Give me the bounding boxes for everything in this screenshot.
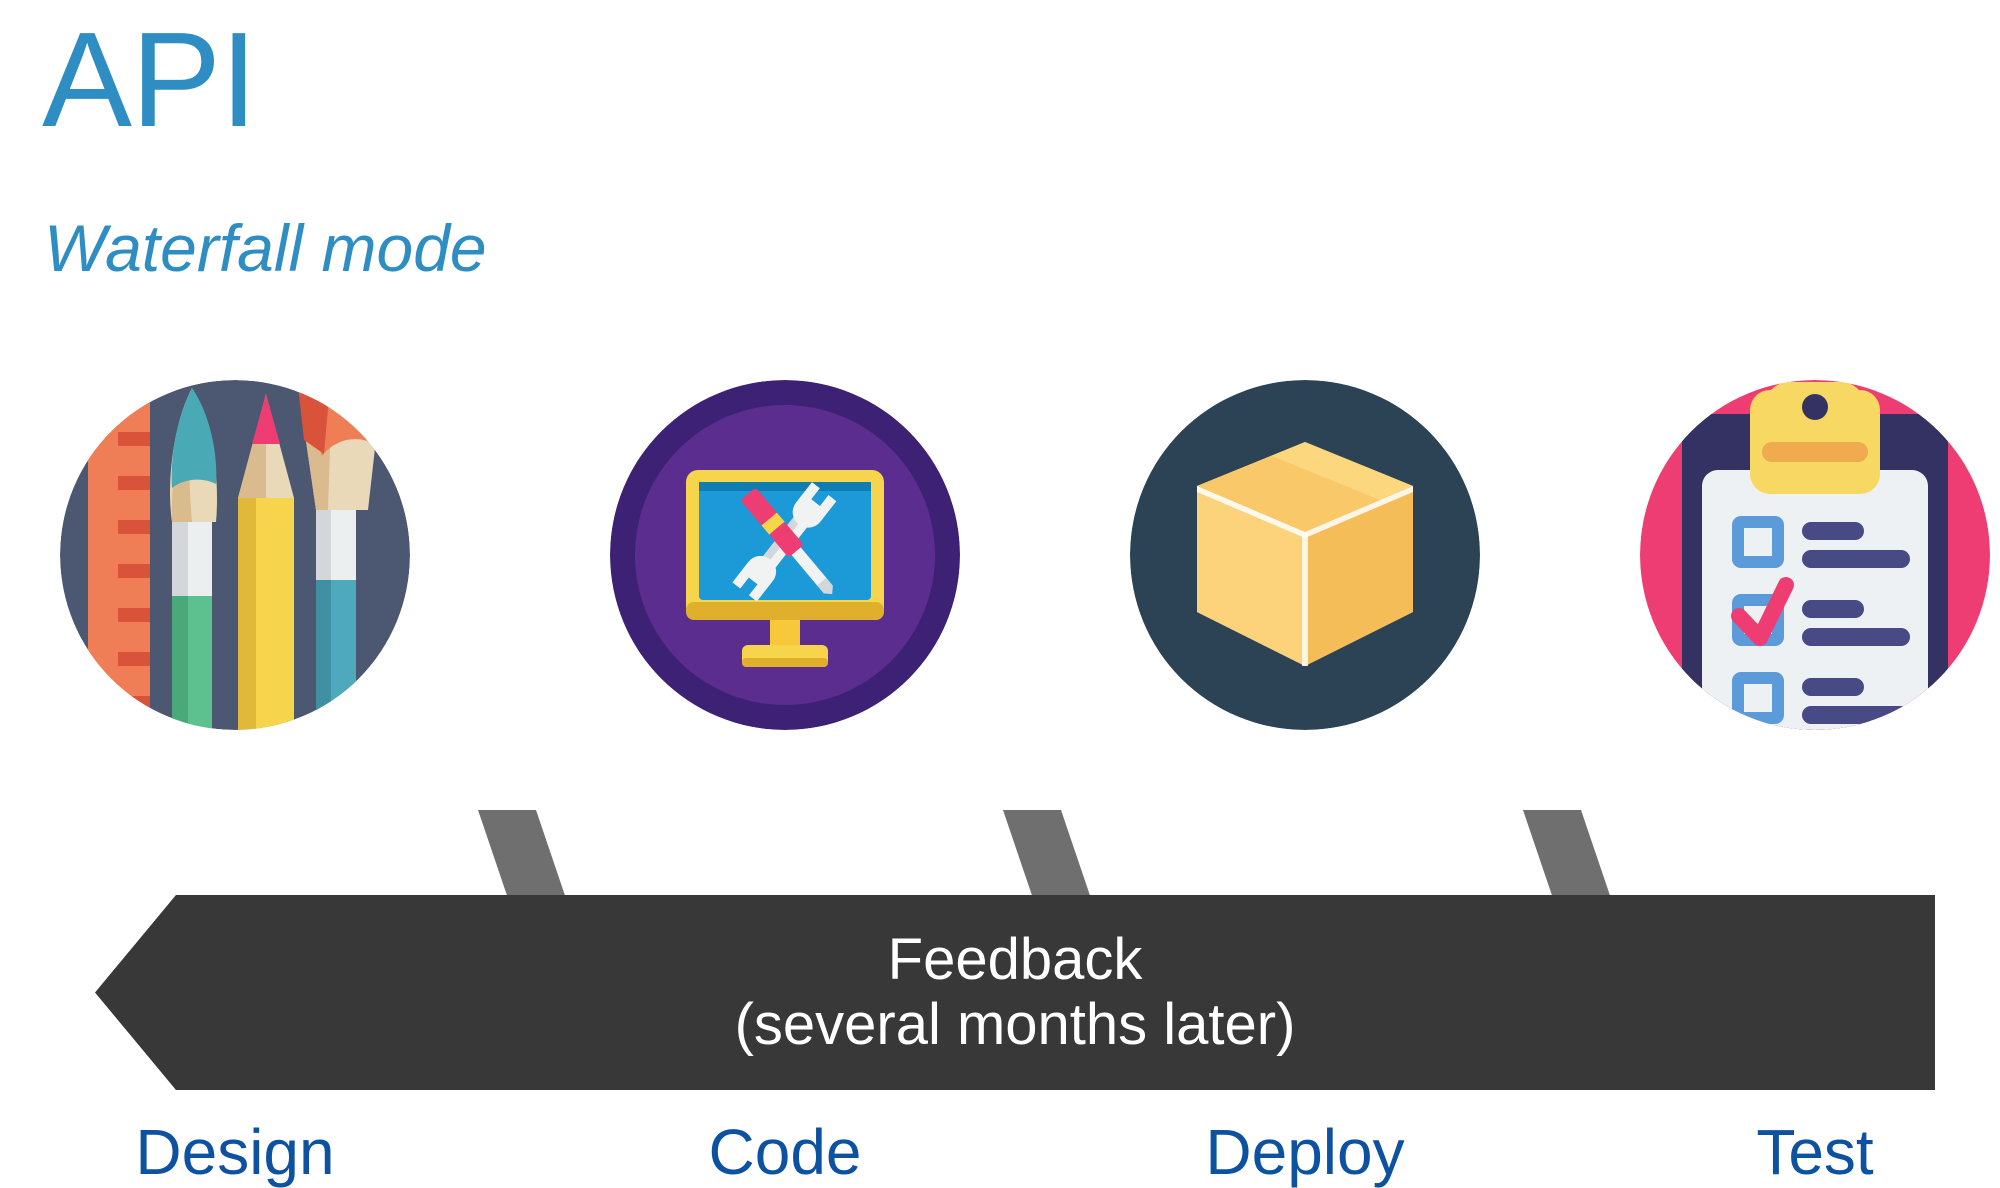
flow-step-label: Deploy: [1205, 1116, 1405, 1188]
package-box-icon: [1130, 380, 1480, 730]
flow-step-code[interactable]: Code: [610, 380, 960, 1184]
flow-step-label: Code: [708, 1116, 862, 1188]
flow-step-design[interactable]: Design: [60, 380, 410, 1184]
waterfall-flow: Design: [0, 380, 2000, 1184]
design-tools-icon: [60, 380, 410, 730]
flow-step-test[interactable]: Test: [1640, 380, 1990, 1184]
feedback-banner[interactable]: Feedback (several months later): [95, 895, 1935, 1090]
feedback-line-1: Feedback: [887, 926, 1143, 992]
feedback-line-2: (several months later): [734, 991, 1296, 1057]
feedback-arrow-shape: [95, 895, 1935, 1090]
feedback-banner-text: Feedback (several months later): [95, 895, 1935, 1090]
flow-step-label: Test: [1756, 1116, 1874, 1188]
flow-step-label: Design: [135, 1116, 335, 1188]
slide-canvas: API Waterfall mode: [0, 4, 2000, 1184]
page-title: API: [42, 4, 258, 155]
flow-step-deploy[interactable]: Deploy: [1130, 380, 1480, 1184]
clipboard-checklist-icon: [1640, 380, 1990, 730]
monitor-tools-icon: [610, 380, 960, 730]
page-subtitle: Waterfall mode: [44, 211, 487, 285]
